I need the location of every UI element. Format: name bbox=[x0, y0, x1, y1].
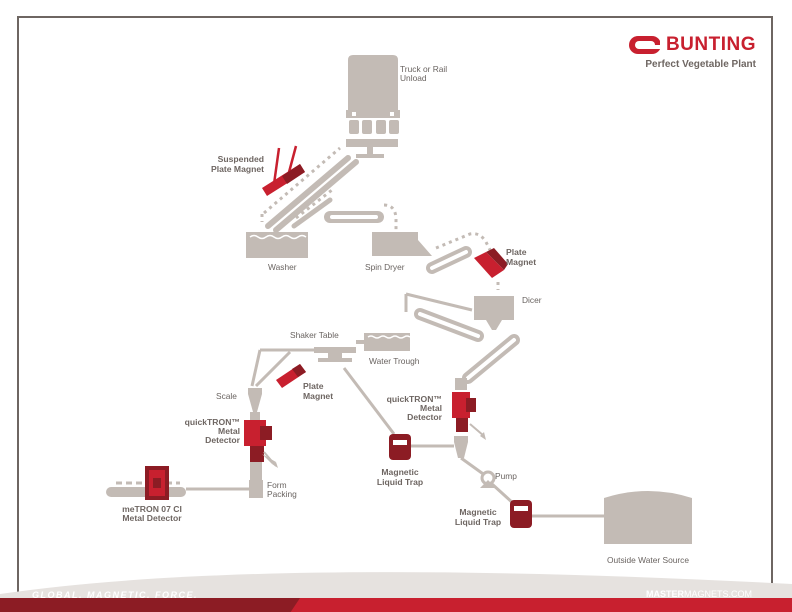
unload-hopper-icon bbox=[346, 139, 398, 158]
suspended-plate-magnet-icon bbox=[262, 145, 305, 196]
truck-icon bbox=[346, 55, 400, 134]
washer-label: Washer bbox=[268, 262, 297, 272]
plate-magnet-1-label-2: Magnet bbox=[506, 257, 536, 267]
suspended-magnet-label-1: Suspended bbox=[218, 154, 264, 164]
quicktron-left-label-1: quickTRON™ bbox=[185, 417, 240, 427]
spin-dryer-icon bbox=[372, 232, 432, 256]
washer-exit-conveyor-icon bbox=[291, 197, 333, 229]
quicktron-right-label-2: Metal bbox=[420, 403, 442, 413]
washer-icon bbox=[246, 232, 308, 258]
water-source-label: Outside Water Source bbox=[607, 555, 689, 565]
dicer-label: Dicer bbox=[522, 295, 542, 305]
incline-conveyor-icon bbox=[263, 146, 359, 233]
spin-dryer-label: Spin Dryer bbox=[365, 262, 405, 272]
water-source-tank-icon bbox=[604, 491, 692, 544]
liquid-trap-1-label-1: Magnetic bbox=[381, 467, 418, 477]
page-frame bbox=[17, 16, 773, 606]
scale-icon bbox=[248, 388, 262, 412]
dicer-chute-icon bbox=[404, 292, 473, 312]
metron-detector-icon bbox=[145, 466, 169, 500]
plate-magnet-2-label-1: Plate bbox=[303, 381, 324, 391]
quicktron-right-icon bbox=[452, 392, 486, 440]
shaker-table-label: Shaker Table bbox=[290, 330, 339, 340]
bunting-logo-icon bbox=[628, 36, 660, 54]
quicktron-left-label-2: Metal bbox=[218, 426, 240, 436]
quicktron-right-label-3: Detector bbox=[407, 412, 443, 422]
water-trough-icon bbox=[364, 333, 411, 351]
plate-magnet-2-label-2: Magnet bbox=[303, 391, 333, 401]
footer-band bbox=[0, 572, 792, 612]
truck-label-2: Unload bbox=[400, 73, 427, 83]
footer-website-link[interactable]: MASTERMAGNETS.COM bbox=[646, 589, 752, 599]
footer-url-bold: MASTER bbox=[645, 589, 684, 599]
transfer-conveyor-icon bbox=[324, 203, 398, 230]
liquid-trap-1-icon bbox=[389, 434, 411, 460]
liquid-trap-2-icon bbox=[510, 500, 532, 528]
metron-label-1: meTRON 07 CI bbox=[122, 504, 182, 514]
collection-hopper-icon bbox=[454, 436, 468, 458]
incline-conveyor-right-icon bbox=[462, 334, 520, 384]
liquid-trap-1-label-2: Liquid Trap bbox=[377, 477, 423, 487]
quicktron-left-icon bbox=[244, 412, 278, 468]
metron-label-2: Metal Detector bbox=[122, 513, 182, 523]
brand-tagline: Perfect Vegetable Plant bbox=[645, 59, 756, 70]
suspended-magnet-label-2: Plate Magnet bbox=[211, 164, 264, 174]
dicer-return-conveyor-icon bbox=[414, 308, 484, 342]
shaker-table-icon bbox=[314, 340, 364, 362]
water-trough-label: Water Trough bbox=[369, 356, 420, 366]
scale-label: Scale bbox=[216, 391, 237, 401]
plate-magnet-1-label-1: Plate bbox=[506, 247, 527, 257]
quicktron-right-label-1: quickTRON™ bbox=[387, 394, 442, 404]
brand-block: BUNTING Perfect Vegetable Plant bbox=[626, 34, 756, 70]
form-packing-icon bbox=[249, 480, 263, 498]
footer-tagline: GLOBAL. MAGNETIC. FORCE. bbox=[32, 590, 198, 600]
liquid-trap-2-label-2: Liquid Trap bbox=[455, 517, 501, 527]
spin-dryer-conveyor-icon bbox=[426, 232, 494, 274]
plate-magnet-1-icon bbox=[474, 248, 508, 278]
dicer-icon bbox=[474, 296, 514, 330]
brand-name: BUNTING bbox=[665, 34, 756, 55]
plate-magnet-2-icon bbox=[276, 364, 306, 388]
pump-label: Pump bbox=[495, 471, 517, 481]
footer-url-rest: MAGNETS.COM bbox=[683, 589, 752, 599]
form-packing-label-2: Packing bbox=[267, 489, 297, 499]
liquid-trap-2-label-1: Magnetic bbox=[459, 507, 496, 517]
quicktron-left-label-3: Detector bbox=[205, 435, 241, 445]
truck-label-1: Truck or Rail bbox=[400, 64, 447, 74]
form-packing-label-1: Form bbox=[267, 480, 287, 490]
